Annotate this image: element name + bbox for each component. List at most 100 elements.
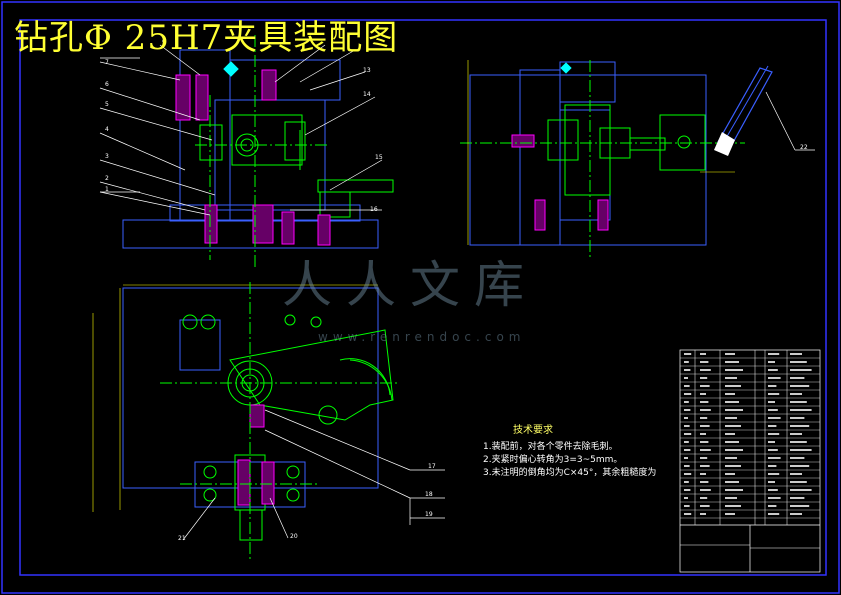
parts-list-cell-mark	[725, 473, 735, 475]
parts-list-cell-mark	[684, 473, 692, 475]
parts-list-cell-mark	[725, 361, 739, 363]
parts-list-cell-mark	[684, 441, 689, 443]
parts-list-cell-mark	[700, 425, 710, 427]
parts-list-cell-mark	[768, 353, 780, 355]
parts-list-cell-mark	[768, 425, 777, 427]
parts-list-cell-mark	[725, 409, 743, 411]
parts-list-cell-mark	[684, 481, 689, 483]
parts-list-cell-mark	[700, 489, 711, 491]
parts-list-cell-mark	[768, 361, 775, 363]
parts-list-cell-mark	[725, 393, 735, 395]
parts-list-cell-mark	[684, 393, 692, 395]
watermark-url: www.renrendoc.com	[318, 330, 526, 344]
parts-list-cell-mark	[684, 505, 690, 507]
parts-list-cell-mark	[725, 441, 739, 443]
watermark-text: 人人文库	[282, 256, 538, 314]
drawing-title: 钻孔Φ 25H7夹具装配图	[14, 18, 399, 58]
technical-requirements: 技术要求 1.装配前，对各个零件去除毛刺。 2.夹紧时偏心转角为3=3~5mm。…	[483, 424, 656, 480]
parts-list-cell-mark	[700, 449, 711, 451]
parts-list-cell-mark	[684, 353, 692, 355]
parts-list-cell-mark	[725, 353, 735, 355]
parts-list-cell-mark	[768, 433, 780, 435]
parts-list-table	[679, 349, 821, 573]
parts-list-cell-mark	[725, 425, 741, 427]
parts-list-cell-mark	[725, 457, 737, 459]
parts-list-cell-mark	[725, 481, 739, 483]
parts-list-cell-mark	[725, 401, 739, 403]
parts-list-cell-mark	[700, 433, 706, 435]
parts-list-cell-mark	[768, 513, 780, 515]
parts-list-cell-mark	[725, 497, 737, 499]
parts-list-cell-mark	[700, 441, 709, 443]
parts-list-cell-mark	[790, 401, 807, 403]
parts-list-cell-mark	[684, 433, 692, 435]
svg-text:13: 13	[363, 67, 371, 74]
parts-list-cell-mark	[725, 489, 743, 491]
svg-text:16: 16	[370, 206, 378, 213]
parts-list-cell-mark	[700, 505, 710, 507]
parts-list-cell-mark	[790, 505, 810, 507]
svg-text:17: 17	[428, 463, 436, 470]
parts-list-cell-mark	[790, 449, 812, 451]
parts-list-cell-mark	[684, 513, 692, 515]
top-view	[92, 282, 445, 560]
parts-list-cell-mark	[768, 377, 781, 379]
svg-text:19: 19	[425, 511, 433, 518]
parts-list-cell-mark	[790, 393, 802, 395]
parts-list-cell-mark	[700, 513, 706, 515]
parts-list-cell-mark	[790, 353, 802, 355]
parts-list-cell-mark	[790, 361, 807, 363]
parts-list-cell-mark	[790, 465, 810, 467]
parts-list-cell-mark	[790, 513, 802, 515]
svg-text:22: 22	[800, 144, 808, 151]
parts-list-cell-mark	[684, 425, 690, 427]
parts-list-cell-mark	[700, 481, 709, 483]
parts-list-cell-mark	[790, 473, 802, 475]
parts-list-cell-mark	[700, 409, 711, 411]
parts-list-cell-mark	[790, 481, 807, 483]
parts-list-cell-mark	[790, 417, 805, 419]
svg-text:15: 15	[375, 154, 383, 161]
svg-text:3: 3	[105, 153, 109, 160]
parts-list-cell-mark	[725, 377, 737, 379]
parts-list-cell-mark	[700, 465, 710, 467]
balloon-7: 7	[105, 59, 109, 66]
parts-list-cell-mark	[684, 401, 689, 403]
parts-list-cell-mark	[725, 433, 735, 435]
front-view-leaders	[99, 44, 383, 216]
parts-list-cell-mark	[768, 457, 781, 459]
parts-list-cell-mark	[700, 457, 708, 459]
tech-req-item-2: 2.夹紧时偏心转角为3=3~5mm。	[483, 455, 623, 465]
parts-list-cell-mark	[684, 497, 688, 499]
parts-list-cell-mark	[768, 473, 780, 475]
parts-list-cell-mark	[768, 401, 775, 403]
svg-text:14: 14	[363, 91, 371, 98]
parts-list-cell-mark	[684, 417, 688, 419]
parts-list-cell-mark	[768, 497, 781, 499]
parts-list-cell-mark	[790, 457, 805, 459]
parts-list-cell-mark	[700, 401, 709, 403]
parts-list-cell-mark	[790, 385, 810, 387]
parts-list-cell-mark	[725, 513, 735, 515]
parts-list-cell-mark	[684, 369, 691, 371]
parts-list-cell-mark	[725, 369, 743, 371]
parts-list-cell-mark	[768, 393, 780, 395]
parts-list-cell-mark	[790, 409, 812, 411]
svg-text:4: 4	[105, 126, 109, 133]
parts-list-cell-mark	[700, 369, 711, 371]
parts-list-cell-mark	[768, 409, 778, 411]
parts-list-cell-mark	[684, 409, 691, 411]
svg-text:21: 21	[178, 535, 186, 542]
parts-list-cell-mark	[790, 433, 802, 435]
parts-list-cell-mark	[700, 353, 706, 355]
parts-list-cell-mark	[700, 497, 708, 499]
svg-text:6: 6	[105, 81, 109, 88]
parts-list-cell-mark	[725, 449, 743, 451]
parts-list-cell-mark	[790, 497, 805, 499]
parts-list-cell-mark	[725, 465, 741, 467]
parts-list-cell-mark	[768, 505, 777, 507]
parts-list-cell-mark	[768, 369, 778, 371]
parts-list-cell-mark	[768, 465, 777, 467]
